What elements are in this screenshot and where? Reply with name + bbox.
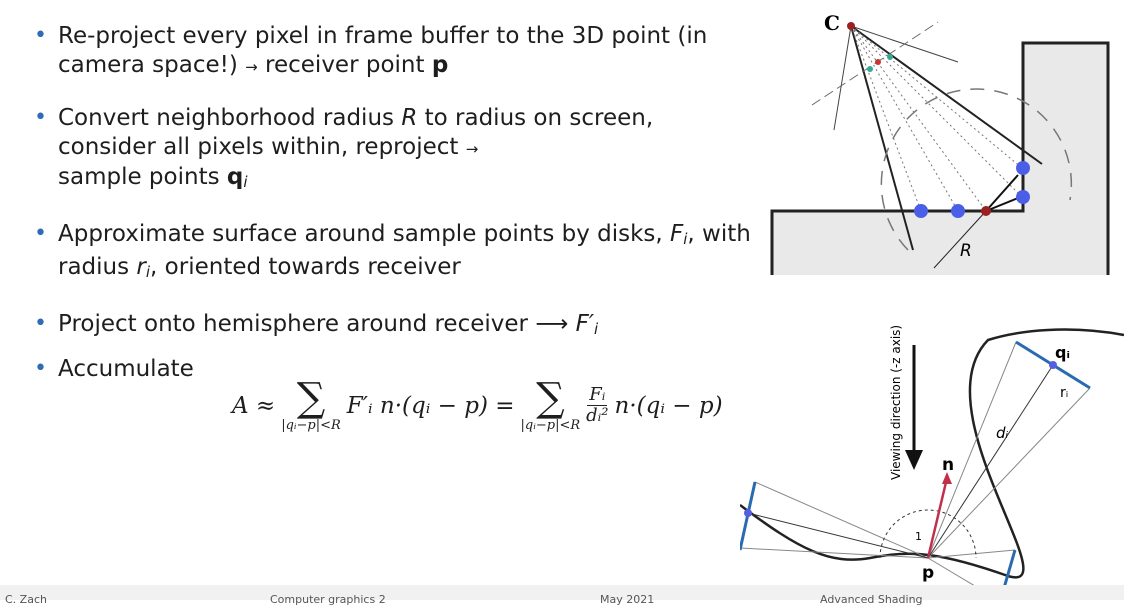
bullet-convert-radius: • Convert neighborhood radius R to radius… <box>32 104 752 197</box>
formula-term2: n·(qᵢ − p) <box>614 392 723 419</box>
subscript: i <box>145 263 151 281</box>
arrow-icon: → <box>245 57 258 76</box>
subscript: i <box>243 173 248 191</box>
symbol-p: p <box>431 51 449 78</box>
subscript: i <box>683 229 688 248</box>
arrow-icon: → <box>465 139 479 158</box>
text: Approximate surface around sample points… <box>58 220 671 247</box>
text: , oriented towards receiver <box>150 254 461 280</box>
text: Convert neighborhood radius <box>58 105 402 131</box>
formula-term1: F′ᵢ n·(qᵢ − p) = <box>346 392 515 419</box>
viewing-direction-label: Viewing direction (-z axis) <box>889 325 903 480</box>
subscript: i <box>594 319 599 338</box>
arrow-icon: ⟶ <box>535 310 569 337</box>
reprojection-diagram: C R <box>770 11 1110 275</box>
sum-limit: |qᵢ−p|<R <box>520 418 581 433</box>
text: Re-project every pixel in frame buffer t… <box>58 23 708 78</box>
bullet-dot-icon: • <box>34 310 47 336</box>
text: receiver point <box>257 51 432 78</box>
formula-lhs: A ≈ <box>232 392 276 419</box>
hemisphere-diagram: Viewing direction (-z axis) n p qᵢ rᵢ dᵢ… <box>740 325 1124 585</box>
receiver-label: p <box>922 563 934 583</box>
symbol-R: R <box>401 105 418 131</box>
text: , with radius <box>58 220 751 281</box>
text: to radius on screen, consider all pixels… <box>58 105 654 160</box>
bullet-dot-icon: • <box>34 105 47 130</box>
bullet-list: • Re-project every pixel in frame buffer … <box>32 22 752 396</box>
bullet-accumulate: • Accumulate <box>32 355 752 384</box>
sum-1: ∑|qᵢ−p|<R <box>281 378 341 433</box>
accumulation-formula: A ≈ ∑|qᵢ−p|<R F′ᵢ n·(qᵢ − p) = ∑|qᵢ−p|<R… <box>232 378 723 433</box>
radius-label: R <box>960 241 972 261</box>
bullet-dot-icon: • <box>34 23 47 48</box>
bullet-project: • Project onto hemisphere around receiver… <box>32 310 752 344</box>
slide-footer: C. Zach Computer graphics 2 May 2021 Adv… <box>0 585 1124 606</box>
sum-2: ∑|qᵢ−p|<R <box>521 378 581 433</box>
sigma-icon: ∑ <box>296 375 326 421</box>
denominator: dᵢ² <box>586 405 609 426</box>
bullet-dot-icon: • <box>34 220 47 246</box>
sum-limit: |qᵢ−p|<R <box>281 418 341 433</box>
bullet-approximate: • Approximate surface around sample point… <box>32 220 752 287</box>
sigma-icon: ∑ <box>536 375 565 421</box>
distance-label: dᵢ <box>996 424 1009 442</box>
symbol-r: r <box>136 254 146 280</box>
text: Project onto hemisphere around receiver <box>58 310 536 337</box>
bullet-reproject: • Re-project every pixel in frame buffer … <box>32 22 752 81</box>
symbol-q: q <box>226 164 244 190</box>
unit-label: 1 <box>915 530 922 543</box>
numerator: Fᵢ <box>587 384 608 406</box>
symbol-F-prime: F′ <box>568 310 595 337</box>
disk-radius-label: rᵢ <box>1060 385 1068 401</box>
symbol-F: F <box>670 220 684 247</box>
camera-label: C <box>824 11 840 35</box>
text: Accumulate <box>58 356 194 382</box>
text: sample points <box>58 164 227 190</box>
normal-label: n <box>942 455 954 475</box>
bullet-dot-icon: • <box>34 356 47 381</box>
sample-label: qᵢ <box>1055 343 1070 362</box>
